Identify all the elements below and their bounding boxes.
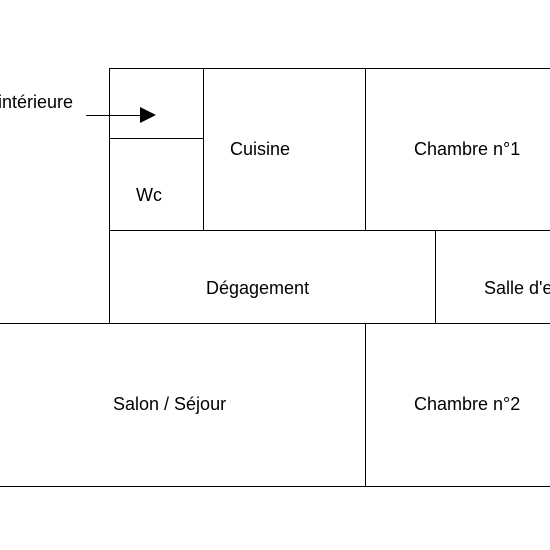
room-label-chambre2: Chambre n°2 xyxy=(414,394,521,414)
room-label-entree: intérieure xyxy=(0,92,74,112)
wall-entry-wc-divider xyxy=(109,138,203,139)
wall-upper-middle xyxy=(109,230,550,231)
entry-arrow-shaft xyxy=(86,115,142,116)
wall-degagement-salle xyxy=(435,230,436,324)
wall-lower-middle xyxy=(0,323,550,324)
wall-salon-chambre2 xyxy=(365,323,366,487)
wall-left-upper xyxy=(109,68,110,324)
room-label-chambre1: Chambre n°1 xyxy=(414,139,521,159)
room-label-salle-eau: Salle d'e xyxy=(484,278,550,298)
room-label-wc: Wc xyxy=(136,185,162,205)
room-label-degagement: Dégagement xyxy=(206,278,310,298)
wall-cuisine-chambre1 xyxy=(365,68,366,231)
entry-arrow-icon xyxy=(140,107,156,123)
room-label-salon: Salon / Séjour xyxy=(113,394,227,414)
wall-top xyxy=(109,68,550,69)
wall-wc-cuisine xyxy=(203,68,204,231)
wall-bottom xyxy=(0,486,550,487)
room-label-cuisine: Cuisine xyxy=(230,139,291,159)
